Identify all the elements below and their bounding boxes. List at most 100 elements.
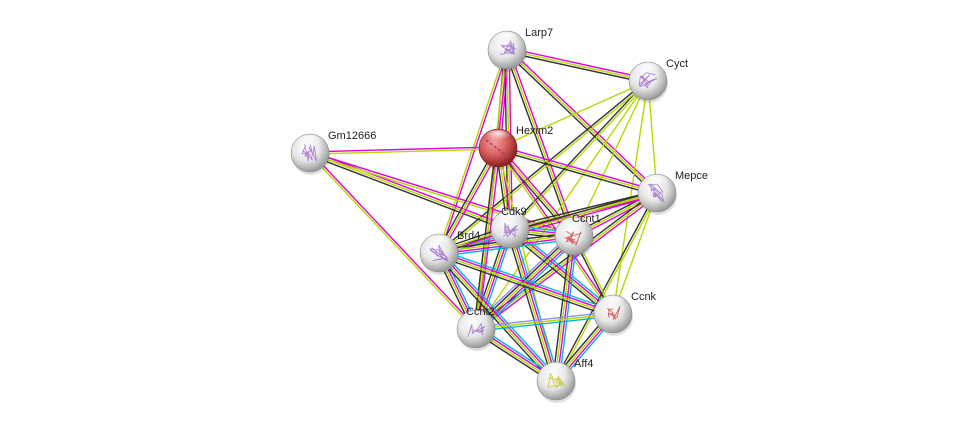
edge-line-coexpression xyxy=(308,154,510,232)
edge-line-experiments xyxy=(510,228,558,381)
node-ccnt2[interactable]: Ccnt2 xyxy=(456,306,496,351)
edge-cyct-hexim2[interactable] xyxy=(497,80,649,149)
edge-line-coexpression xyxy=(554,192,657,381)
edge-line-textmining xyxy=(554,235,574,381)
protein-structure-icon xyxy=(301,144,317,162)
edge-line-coexpression xyxy=(506,229,554,383)
node-ccnt1[interactable]: Ccnt1 xyxy=(554,213,601,258)
edge-line-coexpression xyxy=(509,190,657,228)
edge-line-experiments xyxy=(310,151,478,329)
edge-line-experiments xyxy=(310,150,512,228)
node-highlight xyxy=(296,135,324,150)
edge-line-textmining xyxy=(437,253,556,383)
node-label: Cdk9 xyxy=(501,206,527,218)
edge-line-curated-database xyxy=(439,249,615,312)
edge-line-textmining xyxy=(510,81,650,231)
protein-structure-icon xyxy=(428,244,449,262)
edge-line-curated-database xyxy=(476,315,614,332)
node-label: Gm12666 xyxy=(328,130,376,142)
edge-line-experiments xyxy=(508,49,577,236)
edge-line-experiments xyxy=(507,47,649,80)
node-label: Ccnt2 xyxy=(466,306,495,318)
edge-line-experiments xyxy=(439,251,558,381)
edge-line-experiments xyxy=(440,148,501,255)
edge-line-textmining xyxy=(438,147,499,254)
edge-ccnk-ccnt2[interactable] xyxy=(475,311,614,332)
edge-line-textmining xyxy=(437,49,507,253)
edge-line-textmining xyxy=(508,229,613,316)
node-cyct[interactable]: Cyct xyxy=(628,58,688,103)
edge-line-textmining xyxy=(497,147,557,382)
edge-line-textmining xyxy=(497,147,658,194)
edge-mepce-ccnk[interactable] xyxy=(612,192,658,315)
protein-structure-icon xyxy=(564,230,582,246)
edge-cyct-brd4[interactable] xyxy=(437,79,650,255)
edge-gm12666-hexim2[interactable] xyxy=(309,146,499,155)
node-aff4[interactable]: Aff4 xyxy=(536,358,593,403)
edge-brd4-ccnk[interactable] xyxy=(437,249,615,318)
edge-line-textmining xyxy=(475,80,649,330)
edge-cyct-cdk9[interactable] xyxy=(508,79,650,231)
edge-brd4-aff4[interactable] xyxy=(436,250,559,384)
edge-line-coexpression xyxy=(437,255,613,318)
edge-line-textmining xyxy=(308,153,476,331)
edge-line-textmining xyxy=(496,148,613,316)
node-highlight xyxy=(560,218,588,233)
node-label: Brd4 xyxy=(457,230,480,242)
edge-line-curated-database xyxy=(558,236,578,382)
edge-line-textmining xyxy=(309,153,574,238)
edge-line-textmining xyxy=(475,313,614,330)
node-brd4[interactable]: Brd4 xyxy=(419,230,480,275)
edge-ccnt1-aff4[interactable] xyxy=(552,235,578,382)
edge-line-experiments xyxy=(498,145,658,192)
edge-line-coexpression xyxy=(508,79,648,229)
edge-hexim2-mepce[interactable] xyxy=(497,145,658,196)
node-highlight xyxy=(462,311,490,326)
node-highlight xyxy=(484,130,512,145)
edge-line-experiments xyxy=(439,50,509,254)
node-gm12666[interactable]: Gm12666 xyxy=(290,130,376,175)
node-label: Ccnk xyxy=(631,291,657,303)
node-label: Hexim2 xyxy=(516,125,553,137)
edge-line-coexpression xyxy=(552,235,572,381)
edge-hexim2-brd4[interactable] xyxy=(436,146,501,255)
edge-line-coexpression xyxy=(437,79,648,253)
edge-line-textmining xyxy=(438,192,658,254)
node-ccnk[interactable]: Ccnk xyxy=(593,291,657,336)
edge-cyct-ccnt2[interactable] xyxy=(475,80,649,330)
edge-line-textmining xyxy=(438,253,613,316)
edge-line-textmining xyxy=(506,49,658,194)
edge-line-coexpression xyxy=(436,254,555,384)
node-cdk9[interactable]: Cdk9 xyxy=(490,206,530,251)
node-hexim2[interactable]: Hexim2 xyxy=(478,125,553,170)
edge-larp7-brd4[interactable] xyxy=(437,49,509,254)
edge-line-coexpression xyxy=(506,51,648,84)
edge-line-experiments xyxy=(499,146,577,236)
node-highlight xyxy=(542,363,570,378)
edge-line-textmining xyxy=(439,81,650,255)
edge-line-experiments xyxy=(309,146,498,153)
node-larp7[interactable]: Larp7 xyxy=(487,27,553,72)
protein-structure-icon xyxy=(547,372,566,389)
edge-larp7-mepce[interactable] xyxy=(504,47,660,196)
edge-larp7-cyct[interactable] xyxy=(506,47,649,84)
node-mepce[interactable]: Mepce xyxy=(637,170,708,215)
edge-gm12666-cdk9[interactable] xyxy=(308,150,512,232)
edge-hexim2-aff4[interactable] xyxy=(497,147,557,382)
node-label: Mepce xyxy=(675,170,708,182)
edge-gm12666-ccnt2[interactable] xyxy=(308,151,478,331)
node-highlight xyxy=(425,235,453,250)
node-highlight xyxy=(599,296,627,311)
node-highlight xyxy=(496,211,524,226)
edge-line-textmining xyxy=(508,229,556,382)
edge-line-coexpression xyxy=(438,190,657,252)
edge-line-experiments xyxy=(556,236,576,382)
edge-line-textmining xyxy=(556,193,659,382)
edge-line-textmining xyxy=(506,49,649,82)
node-highlight xyxy=(643,175,671,190)
node-highlight xyxy=(634,63,662,78)
edge-mepce-aff4[interactable] xyxy=(554,192,659,382)
edge-line-homology xyxy=(475,311,613,328)
edge-cdk9-aff4[interactable] xyxy=(506,227,560,383)
